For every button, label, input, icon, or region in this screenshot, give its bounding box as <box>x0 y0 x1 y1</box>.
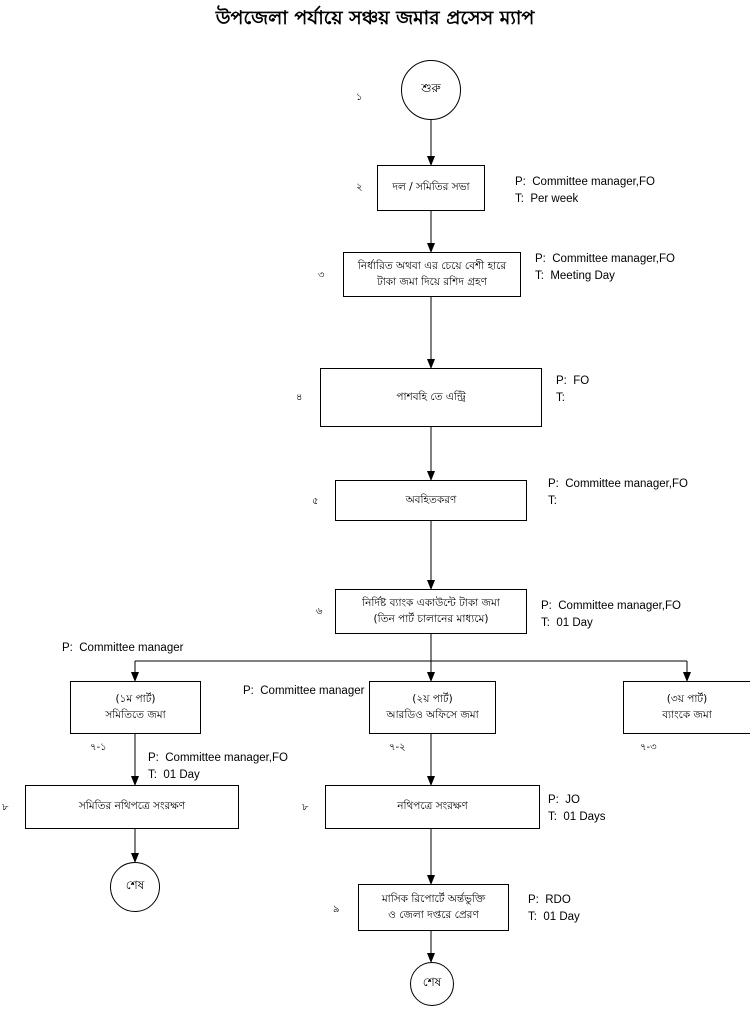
step-number-4: ৪ <box>296 392 303 403</box>
annotation-step-8-right: P: JO T: 01 Days <box>548 794 606 823</box>
step-number-3: ৩ <box>318 270 325 281</box>
step-3-box: নির্ধারিত অথবা এর চেয়ে বেশী হারে টাকা জ… <box>343 252 521 297</box>
step-5-box: অবহিতকরণ <box>335 480 527 521</box>
annotation-step-2: P: Committee manager,FO T: Per week <box>515 176 655 205</box>
step-number-8-right: ৮ <box>302 802 309 813</box>
end-left-label: শেষ <box>125 878 145 892</box>
step-6-line-1: নির্দিষ্ট ব্যাংক একাউন্টে টাকা জমা <box>362 596 500 609</box>
end-node-right: শেষ <box>410 962 454 1006</box>
part-3-line-1: (৩য় পার্ট) <box>666 692 708 705</box>
step-4-label: পাশবহি তে এন্ট্রি <box>396 390 466 403</box>
step-8-right-label: নথিপত্রে সংরক্ষণ <box>397 800 468 813</box>
part-1-line-2: সমিতিতে জমা <box>105 708 166 721</box>
step-9-box: মাসিক রিপোর্টে অর্ন্তভুক্তি ও জেলা দপ্তর… <box>358 884 509 931</box>
annotation-branch-left: P: Committee manager <box>62 642 184 654</box>
annotation-step-9: P: RDO T: 01 Day <box>528 894 580 923</box>
part-2-line-1: (২য় পার্ট) <box>412 692 453 705</box>
step-4-box: পাশবহি তে এন্ট্রি <box>320 368 542 427</box>
start-label: শুরু <box>421 81 441 95</box>
part-2-line-2: আরডিও অফিসে জমা <box>386 708 479 721</box>
step-9-line-2: ও জেলা দপ্তরে প্রেরণ <box>388 908 479 921</box>
step-number-7-2: ৭-২ <box>389 742 406 753</box>
step-2-label: দল / সমিতির সভা <box>392 181 470 194</box>
step-number-7-3: ৭-৩ <box>640 742 657 753</box>
annotation-step-3: P: Committee manager,FO T: Meeting Day <box>535 253 675 282</box>
end-right-label: শেষ <box>422 975 442 989</box>
end-node-left: শেষ <box>110 862 160 912</box>
step-2-box: দল / সমিতির সভা <box>377 165 485 211</box>
step-number-9: ৯ <box>333 904 340 915</box>
annotation-step-7-1: P: Committee manager,FO T: 01 Day <box>148 752 288 781</box>
step-8-right-box: নথিপত্রে সংরক্ষণ <box>325 785 540 829</box>
annotation-step-5: P: Committee manager,FO T: <box>548 478 688 507</box>
step-9-line-1: মাসিক রিপোর্টে অর্ন্তভুক্তি <box>381 892 486 905</box>
annotation-step-6: P: Committee manager,FO T: 01 Day <box>541 600 681 629</box>
annotation-step-4: P: FO T: <box>556 375 590 404</box>
step-number-5: ৫ <box>312 496 319 507</box>
step-number-7-1: ৭-১ <box>90 742 107 753</box>
step-8-left-label: সমিতির নথিপত্রে সংরক্ষণ <box>78 800 186 813</box>
step-3-line-1: নির্ধারিত অথবা এর চেয়ে বেশী হারে <box>357 259 507 272</box>
step-number-6: ৬ <box>316 606 323 617</box>
part-3-line-2: ব্যাংকে জমা <box>662 708 712 721</box>
step-6-box: নির্দিষ্ট ব্যাংক একাউন্টে টাকা জমা (তিন … <box>335 589 527 634</box>
step-6-line-2: (তিন পার্ট চালানের মাধ্যমে) <box>373 612 489 625</box>
step-number-8-left: ৮ <box>2 802 9 813</box>
step-number-1: ১ <box>356 92 363 103</box>
step-number-2: ২ <box>356 182 363 193</box>
part-3-box: (৩য় পার্ট) ব্যাংকে জমা <box>623 681 750 734</box>
step-5-label: অবহিতকরণ <box>405 493 457 506</box>
part-1-line-1: (১ম পার্ট) <box>115 692 156 705</box>
start-node: শুরু <box>401 60 461 120</box>
part-1-box: (১ম পার্ট) সমিতিতে জমা <box>70 681 201 734</box>
part-2-box: (২য় পার্ট) আরডিও অফিসে জমা <box>369 681 496 734</box>
page-title: উপজেলা পর্যায়ে সঞ্চয় জমার প্রসেস ম্যাপ <box>215 7 535 29</box>
step-3-line-2: টাকা জমা দিয়ে রশিদ গ্রহণ <box>377 275 487 288</box>
step-8-left-box: সমিতির নথিপত্রে সংরক্ষণ <box>25 785 239 829</box>
annotation-branch-middle: P: Committee manager <box>243 685 365 697</box>
